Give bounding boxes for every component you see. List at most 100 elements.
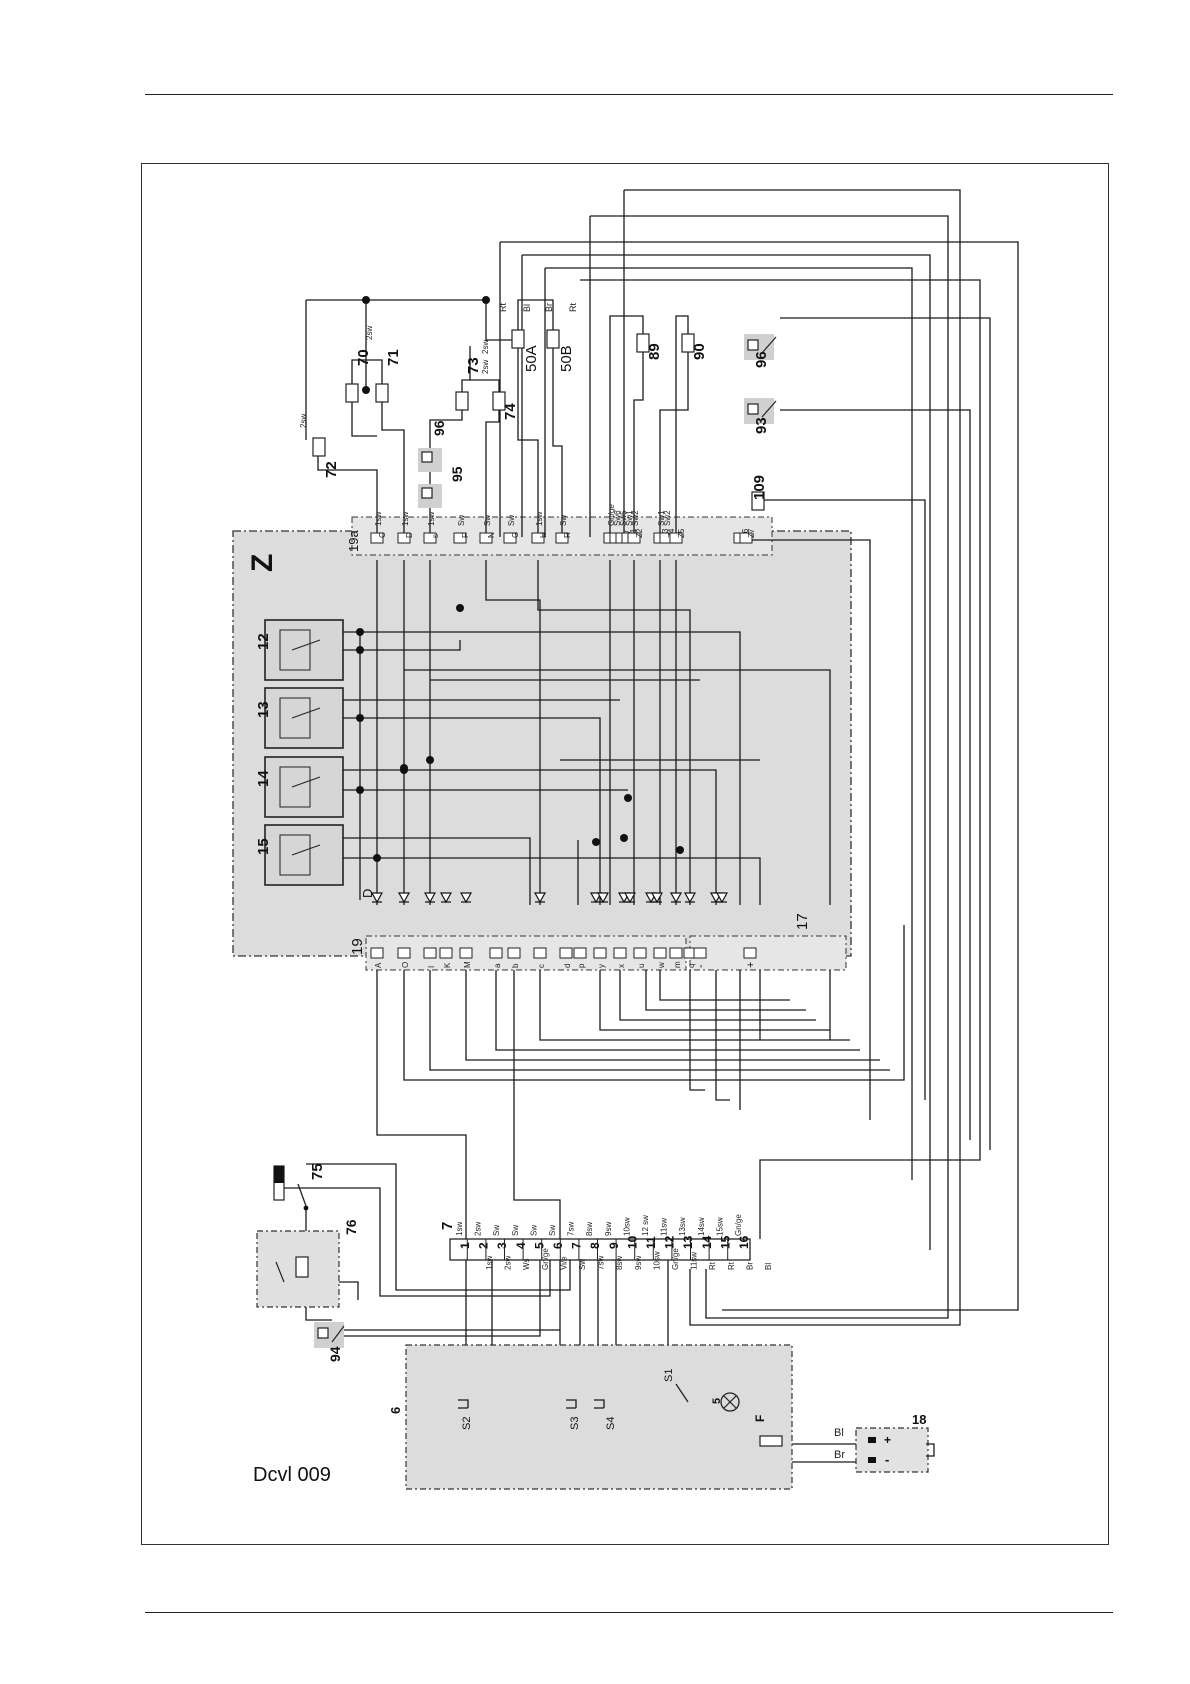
diode-11 <box>650 892 664 904</box>
diode-3 <box>439 892 453 904</box>
relay-13: 13 <box>255 687 344 749</box>
component-94: 94 <box>314 1322 345 1362</box>
wire-5 <box>351 402 377 437</box>
component-74: 74 <box>492 391 519 420</box>
component-94-label: 94 <box>327 1346 343 1362</box>
wire-30 <box>580 279 981 1239</box>
component-73: 73 <box>455 357 482 411</box>
tb7-right-color-9: 10sw <box>622 1217 631 1236</box>
wire-31 <box>780 317 991 1150</box>
junction-dot-9 <box>426 756 434 764</box>
pin-19a-label-4: N <box>487 532 496 538</box>
wire-67 <box>659 970 790 1001</box>
wire-code-19a-8: Gn/ge <box>607 504 616 526</box>
tb7-number-0: 1 <box>458 1242 472 1249</box>
component-75-label: 75 <box>309 1163 326 1180</box>
switch-96-right: 96 <box>744 334 777 368</box>
wire-6 <box>381 402 405 537</box>
junction-dot-4 <box>356 646 364 654</box>
diode-1 <box>397 892 411 904</box>
wire-34 <box>740 539 871 1120</box>
tb7-number-2: 3 <box>495 1242 509 1249</box>
wire-code-2sw-b: 2sw <box>365 326 374 340</box>
tb7-left-color-1: 2sw <box>504 1256 513 1270</box>
wire-code-19a-13: Sw1 <box>657 510 666 526</box>
fuse-icon: F <box>753 1415 783 1447</box>
tb7-left-color-13: Rt <box>727 1261 736 1270</box>
tb7-number-12: 13 <box>681 1235 695 1249</box>
wire-69 <box>715 970 730 1101</box>
pin-19-14 <box>669 947 683 959</box>
pin-19a-label-6: H <box>539 532 548 538</box>
component-90-label: 90 <box>691 343 708 360</box>
relay-14: 14 <box>255 756 344 818</box>
pin-19a-6 <box>531 532 545 544</box>
wire-63 <box>539 970 850 1041</box>
switch-s2-label: S2 <box>461 1417 473 1430</box>
component-75: 75 <box>273 1163 326 1211</box>
switch-s1-label: S1 <box>663 1369 675 1382</box>
wire-62 <box>513 970 561 1239</box>
diode-15 <box>715 892 729 904</box>
wire-18 <box>609 315 644 537</box>
junction-dot-10 <box>456 604 464 612</box>
fuse-label: F <box>753 1415 767 1422</box>
diode-row <box>370 892 729 904</box>
pin-19-label-9: p <box>577 963 586 968</box>
wire-12 <box>517 348 539 537</box>
wire-49 <box>343 769 717 905</box>
switch-96-left: 96 <box>418 420 447 472</box>
panel-6-label: 6 <box>388 1407 403 1414</box>
wire-code-rt-a: Rt <box>498 303 508 312</box>
wire-code-19a-0: 1sw <box>374 512 383 526</box>
footer-rule <box>145 1612 1113 1613</box>
pin-19-label-1: O <box>401 962 410 968</box>
wire-code-19a-4: Sw <box>483 515 492 526</box>
switch-93: 93 <box>744 398 777 434</box>
switch-s4: S4 <box>594 1399 617 1430</box>
wire-code-bl: Bl <box>522 304 532 312</box>
component-71-label: 71 <box>385 349 402 366</box>
component-71: 71 <box>375 349 402 403</box>
switch-95-label: 95 <box>449 466 465 482</box>
component-89: 89 <box>636 333 663 360</box>
diode-13 <box>683 892 697 904</box>
pin-19-label-14: m <box>673 961 682 968</box>
junction-dot-0 <box>362 296 370 304</box>
pin-19-label-0: A <box>374 962 383 968</box>
junction-dot-5 <box>356 714 364 722</box>
wire-19 <box>675 315 689 537</box>
pin-19a-3 <box>453 532 467 544</box>
tb7-left-color-12: Rt <box>708 1261 717 1270</box>
tb7-number-1: 2 <box>477 1242 491 1249</box>
pin-19a-label-12: Z2 <box>635 528 644 538</box>
wire-46 <box>343 640 461 651</box>
relay-15-label: 15 <box>255 838 272 855</box>
diode-12 <box>669 892 683 904</box>
pin-19-7 <box>533 947 547 959</box>
pin-17-label-0: - <box>695 964 707 968</box>
tb7-number-9: 10 <box>625 1235 639 1249</box>
wire-57 <box>376 970 467 1239</box>
wire-48 <box>343 717 601 905</box>
wire-53 <box>404 669 831 905</box>
tb7-left-color-8: 9sw <box>634 1256 643 1270</box>
module-z-label: Z <box>246 554 279 572</box>
connector-17-label: 17 <box>794 913 811 930</box>
switch-s2: S2 <box>458 1399 473 1430</box>
pin-19a-label-5: G <box>511 532 520 538</box>
pin-19a-17 <box>739 532 753 544</box>
wire-22 <box>500 241 1019 1311</box>
component-73-label: 73 <box>465 357 482 374</box>
panel-6: 6 S2 S3 S4 S1 5 F <box>388 1344 793 1490</box>
diode-4 <box>459 892 473 904</box>
diode-9 <box>623 892 637 904</box>
tb7-number-3: 4 <box>514 1242 528 1249</box>
tb7-left-color-4: Vi/e <box>559 1256 568 1270</box>
header-rule <box>145 94 1113 95</box>
pin-19-label-7: c <box>537 964 546 968</box>
relay-13-label: 13 <box>255 701 272 718</box>
pin-19-label-2: I <box>427 966 436 968</box>
tb7-right-color-4: Sw <box>529 1225 538 1236</box>
